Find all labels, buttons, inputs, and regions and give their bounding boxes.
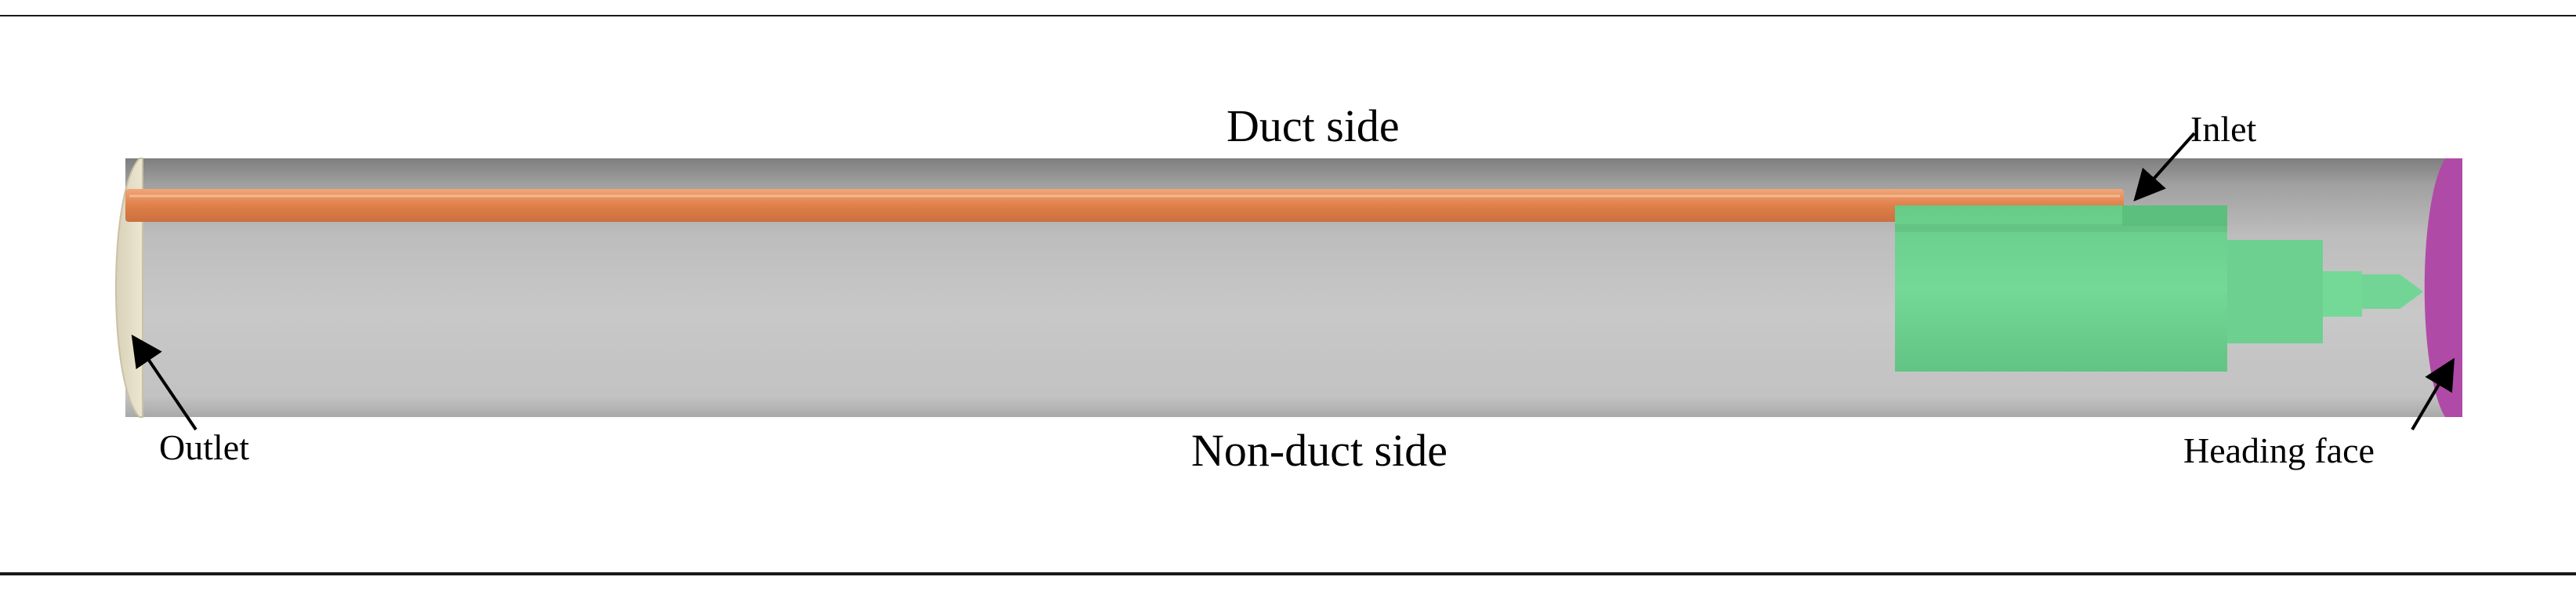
duct-side-label: Duct side (1226, 100, 1400, 151)
heading-face-label: Heading face (2183, 430, 2375, 470)
inlet-label: Inlet (2190, 109, 2257, 149)
non-duct-side-label: Non-duct side (1191, 425, 1447, 476)
outlet-arrow (131, 334, 197, 431)
machine-main-body (1895, 205, 2227, 372)
machine-cutter-arm (2227, 240, 2323, 343)
machine-cutter-neck (2323, 271, 2362, 317)
heading-arrow (2411, 357, 2455, 431)
machine-body-shadow (1895, 224, 2227, 232)
ventilation-duct (125, 189, 2124, 222)
outlet-label: Outlet (159, 427, 249, 467)
inlet-arrow (2133, 132, 2196, 201)
heading-face (2424, 158, 2462, 417)
machine-top-plate (2122, 205, 2227, 226)
machine-cutter-head (2362, 274, 2423, 309)
